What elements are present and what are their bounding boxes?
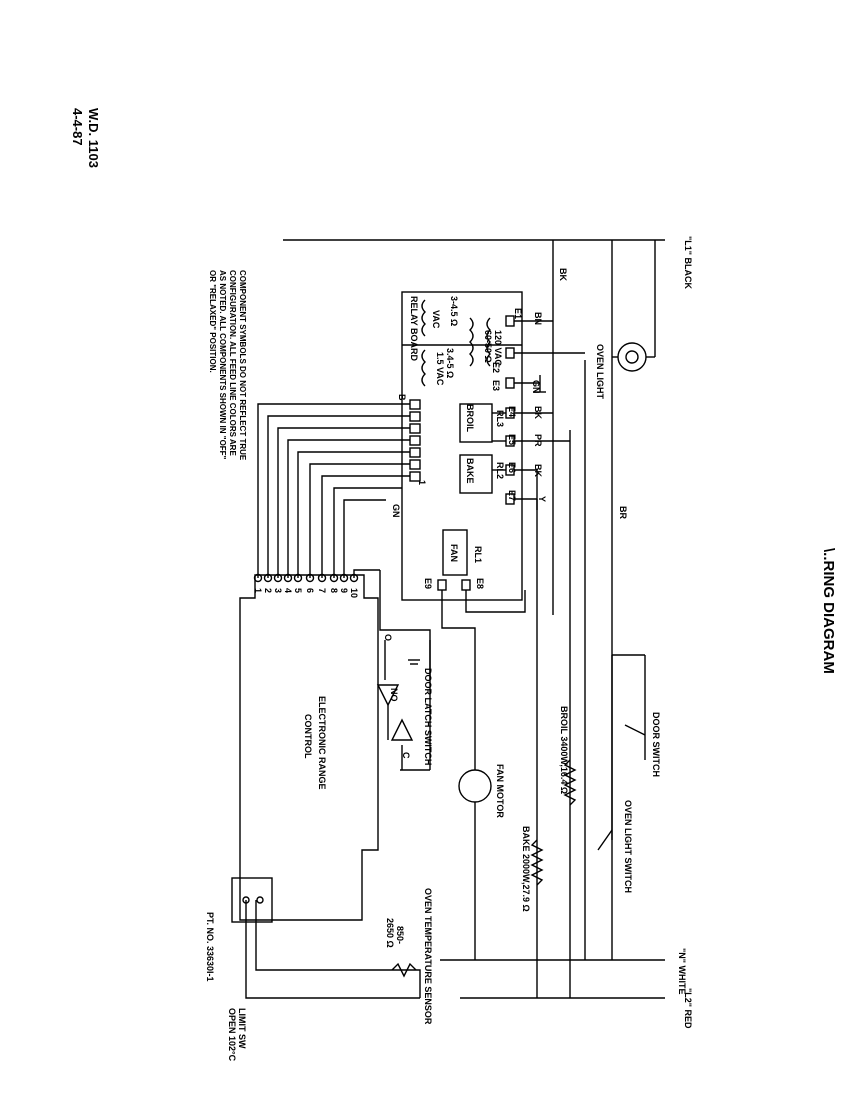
b-pin-label: B: [397, 394, 407, 401]
y-label: Y: [537, 496, 547, 503]
e5-label: E5: [507, 434, 517, 446]
note-line-2: CONFIGURATION. ALL FEED LINE COLORS ARE: [228, 270, 237, 456]
relay-board-box: [401, 291, 523, 601]
vac-label-1: 120 VAC: [493, 330, 503, 366]
bn-label: BN: [533, 312, 543, 325]
broil-relay-label: BROIL: [465, 404, 475, 432]
rl3-label: RL3: [495, 410, 505, 428]
ohm-range-label: 850-: [395, 926, 405, 945]
limit-switch-label: LIMIT SW: [237, 1008, 247, 1049]
page-title: \..RING DIAGRAM: [820, 548, 837, 674]
door-switch-label: DOOR SWITCH: [651, 712, 661, 777]
fan-motor-label: FAN MOTOR: [495, 764, 505, 818]
erc-terminal-3: 3: [273, 588, 283, 594]
bk-label: BK: [558, 268, 568, 281]
limit-switch-label-2: OPEN 102°C: [227, 1008, 237, 1062]
bake-relay-label: BAKE: [465, 458, 475, 484]
pr-label: PR: [533, 434, 543, 447]
erc-label: ELECTRONIC RANGE: [317, 696, 327, 790]
e6-label: E6: [507, 462, 517, 474]
relay-board-label: RELAY BOARD: [409, 296, 419, 362]
oven-temp-sensor-label: OVEN TEMPERATURE SENSOR: [423, 888, 433, 1025]
ohm-range-label-2: 2650 Ω: [385, 918, 395, 948]
oven-light-bulb: [617, 342, 647, 372]
rl2-label: RL2: [495, 462, 505, 480]
e8-label: E8: [475, 578, 485, 590]
fan-relay-label: FAN: [449, 544, 459, 562]
note-line-1: COMPONENT SYMBOLS DO NOT REFLECT TRUE: [238, 270, 247, 461]
erc-terminal-6: 6: [305, 588, 315, 594]
e4-label: E4: [507, 406, 517, 418]
erc-terminal-9: 9: [339, 588, 349, 594]
door-switch: [624, 724, 646, 736]
oven-light-label: OVEN LIGHT: [595, 344, 605, 400]
br-label: BR: [618, 506, 628, 519]
bk-label-2: BK: [533, 406, 543, 419]
erc-label-2: CONTROL: [303, 714, 313, 759]
broil-element: [563, 759, 577, 806]
erc-terminal-4: 4: [283, 588, 293, 594]
ohm-label-2: 3.4-5 Ω: [445, 348, 455, 379]
bake-label: BAKE 2000W,27.9 Ω: [521, 826, 531, 912]
broil-label: BROIL 3400W,16.4 Ω: [559, 706, 569, 795]
bk-label-3: BK: [533, 464, 543, 477]
fan-motor: [458, 769, 492, 803]
e9-label: E9: [423, 578, 433, 590]
relay-terminal-row: [409, 399, 421, 482]
vac-label-4: 1.5 VAC: [435, 352, 445, 386]
vac-label-3: VAC: [431, 310, 441, 329]
drawing-number: W.D. 1103: [86, 108, 101, 168]
erc-terminal-5: 5: [293, 588, 303, 594]
oven-light-switch: [597, 829, 613, 851]
erc-terminal-8: 8: [329, 588, 339, 594]
e3-label: E3: [491, 380, 501, 392]
erc-terminal-10: 10: [349, 588, 359, 599]
o-label: O: [383, 634, 393, 642]
e2-label: E2: [491, 362, 501, 374]
no-label: NO: [389, 688, 399, 702]
oven-light-switch-label: OVEN LIGHT SWITCH: [623, 800, 633, 893]
c-label: C: [401, 752, 411, 759]
drawing-date: 4-4-87: [70, 108, 85, 146]
note-line-3: AS NOTED. ALL COMPONENTS SHOWN IN "OFF": [218, 270, 227, 460]
one-pin-label: 1: [417, 480, 427, 486]
e1-label: E1: [513, 308, 523, 320]
ohm-label-coil: 60-50 Ω: [483, 330, 493, 363]
erc-outline: [239, 574, 379, 921]
note-line-4: OR "RELAXED" POSITION.: [208, 270, 217, 373]
erc-terminal-2: 2: [263, 588, 273, 594]
erc-terminals: [253, 573, 359, 583]
gn-label: GN: [531, 380, 541, 394]
ohm-label-1: 3-4.5 Ω: [449, 296, 459, 327]
l1-label: "L1" BLACK: [683, 236, 693, 290]
bake-element: [530, 839, 544, 886]
l2-label: "L2" RED: [683, 988, 693, 1029]
erc-terminal-1: 1: [253, 588, 263, 594]
erc-terminal-7: 7: [317, 588, 327, 594]
door-latch-label: DOOR LATCH SWITCH: [423, 668, 433, 766]
e7-label: E7: [507, 490, 517, 502]
gn-label-2: GN: [391, 504, 401, 518]
part-number: PT. NO. 33630I-1: [205, 912, 215, 982]
rl1-label: RL1: [473, 546, 483, 564]
